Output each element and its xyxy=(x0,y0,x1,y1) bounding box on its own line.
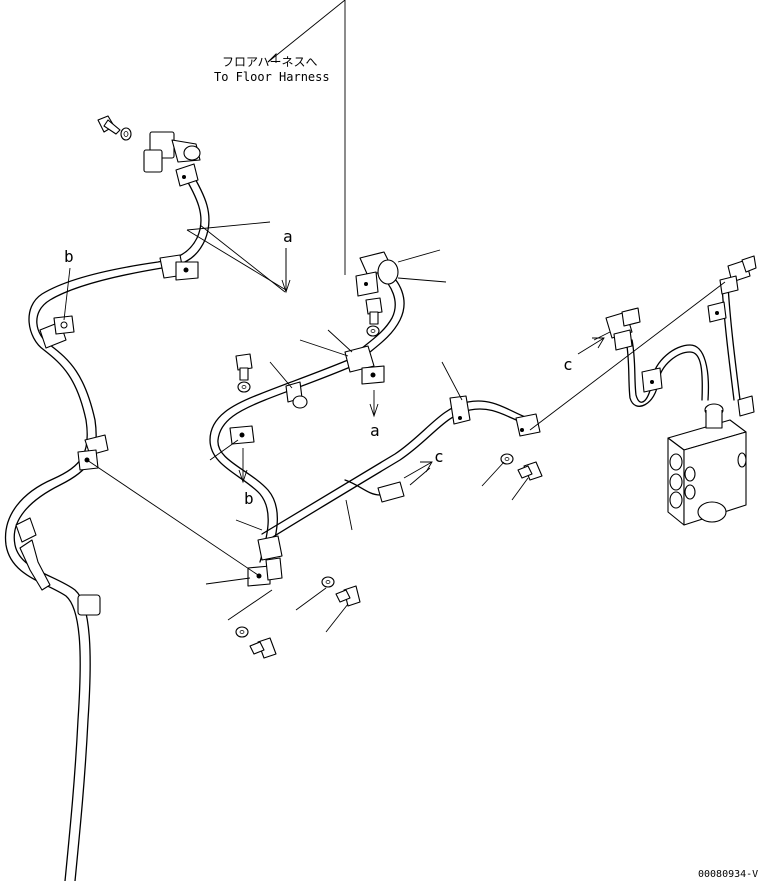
right-clamp-2 xyxy=(641,367,663,393)
arrow-a-lower xyxy=(369,403,379,418)
arrow-c-center xyxy=(403,461,433,479)
right-harness xyxy=(625,284,741,407)
valve-block xyxy=(667,403,747,526)
label-c-center: c xyxy=(434,447,444,466)
center-bottom-clamp xyxy=(247,535,283,587)
label-b-lower: b xyxy=(244,489,254,508)
right-clamp-1 xyxy=(707,301,727,323)
arrow-a-upper xyxy=(281,248,291,294)
center-connector-right xyxy=(515,413,541,437)
leader-lines xyxy=(63,0,726,633)
left-clamp-mid xyxy=(77,449,99,471)
left-clamp-b xyxy=(53,315,75,335)
label-b-left: b xyxy=(64,247,74,266)
bolt-right-center xyxy=(500,453,543,481)
bolt-bottom-left xyxy=(235,626,277,659)
center-clamp-mid xyxy=(449,395,471,425)
top-left-bolt xyxy=(97,115,132,141)
left-clamp-upper xyxy=(159,254,199,281)
right-connector-c xyxy=(605,307,641,351)
right-connector-top xyxy=(719,255,757,295)
bolt-bottom-center xyxy=(321,576,361,607)
top-left-connector xyxy=(143,131,201,187)
floor-harness-label-jp: フロアハーネスへ xyxy=(222,55,318,69)
center-top-connector xyxy=(355,251,399,297)
right-clamp-3 xyxy=(737,395,755,417)
center-harness xyxy=(209,269,531,566)
center-bolt-b xyxy=(235,353,253,393)
center-clip xyxy=(285,381,308,409)
label-c-right: c xyxy=(563,355,573,374)
center-bolt-a xyxy=(365,297,383,337)
floor-harness-label-en: To Floor Harness xyxy=(214,70,330,84)
left-main-harness xyxy=(4,169,210,881)
center-connector-c xyxy=(344,479,405,503)
center-clamp-b xyxy=(229,425,255,445)
label-a-upper: a xyxy=(283,227,293,246)
label-a-lower: a xyxy=(370,421,380,440)
arrow-b-lower xyxy=(238,469,248,484)
arrow-c-right xyxy=(577,337,605,355)
drawing-code: 00080934-V xyxy=(698,869,758,880)
center-clamp-a xyxy=(344,345,385,385)
